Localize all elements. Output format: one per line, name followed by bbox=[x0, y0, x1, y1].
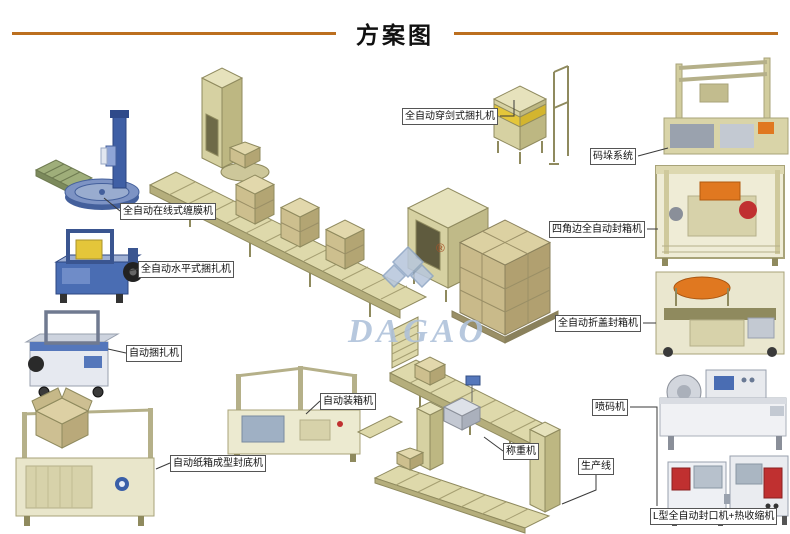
label-palletizing-system: 码垛系统 bbox=[590, 148, 636, 165]
label-weigher: 称重机 bbox=[503, 443, 539, 460]
sealer-head bbox=[699, 181, 741, 201]
shrink-window bbox=[735, 463, 763, 485]
strapped-box bbox=[75, 239, 103, 260]
wrapper-machine-illustration bbox=[34, 110, 140, 210]
registered-mark: ® bbox=[436, 241, 445, 255]
label-sword-strapper: 全自动穿剑式捆扎机 bbox=[402, 108, 498, 125]
orange-roller bbox=[673, 276, 731, 300]
case-packer-illustration bbox=[227, 366, 404, 462]
label-inkjet-printer: 喷码机 bbox=[592, 399, 628, 416]
title-bar: 方案图 bbox=[12, 16, 778, 50]
lift-column-2 bbox=[528, 421, 562, 513]
label-auto-strapper: 自动捆扎机 bbox=[126, 345, 182, 362]
bottom-conveyor-illustration bbox=[373, 447, 551, 534]
label-case-packer: 自动装箱机 bbox=[320, 393, 376, 410]
label-inline-wrapper: 全自动在线式缠膜机 bbox=[120, 203, 216, 220]
strap-reel bbox=[28, 356, 44, 372]
label-production-line: 生产线 bbox=[578, 458, 614, 475]
logo-diamond bbox=[381, 263, 407, 289]
descent-conveyor-illustration bbox=[391, 316, 419, 369]
infeed-conveyor-illustration bbox=[148, 171, 428, 319]
title-rule-left bbox=[12, 31, 336, 35]
palletizer-illustration bbox=[663, 57, 789, 155]
carton-flap bbox=[61, 387, 93, 412]
watermark: ® DAGAO bbox=[347, 241, 487, 350]
strapping-arch bbox=[66, 229, 114, 264]
sword-strapper-illustration bbox=[492, 85, 548, 164]
label-four-corner-sealer: 四角边全自动封箱机 bbox=[549, 221, 645, 238]
strapping-arch bbox=[44, 310, 100, 345]
label-carton-former: 自动纸箱成型封底机 bbox=[170, 455, 266, 472]
horizontal-strapper-illustration bbox=[54, 229, 143, 303]
inspection-window bbox=[241, 415, 285, 443]
weigher-display bbox=[465, 375, 481, 386]
page-title: 方案图 bbox=[356, 22, 434, 48]
label-flap-sealer: 全自动折盖封箱机 bbox=[555, 315, 641, 332]
palletizer-carriage bbox=[699, 83, 729, 103]
carton-flap bbox=[31, 387, 63, 412]
pole-frame-illustration bbox=[549, 65, 569, 165]
yellow-band-right bbox=[519, 103, 547, 128]
carton-former-illustration bbox=[15, 387, 155, 526]
carton-stacks-on-line bbox=[234, 174, 366, 270]
tunnel-opening bbox=[415, 219, 441, 271]
logo-diamond bbox=[391, 245, 425, 279]
leader-lines bbox=[103, 100, 669, 506]
watermark-text: DAGAO bbox=[347, 313, 487, 350]
auto-strapper-illustration bbox=[24, 310, 120, 398]
label-l-sealer-shrink: L型全自动封口机+热收缩机 bbox=[650, 508, 778, 525]
weigher-illustration bbox=[442, 375, 482, 431]
inkjet-printer-illustration bbox=[659, 369, 787, 450]
four-corner-sealer-illustration bbox=[655, 165, 785, 266]
flap-sealer-illustration bbox=[655, 271, 785, 357]
control-panel bbox=[671, 467, 691, 491]
pallet-load-illustration bbox=[451, 219, 559, 344]
logo-diamond bbox=[409, 263, 435, 289]
label-horizontal-strapper: 全自动水平式捆扎机 bbox=[138, 261, 234, 278]
tower-opening bbox=[205, 113, 219, 157]
control-panel bbox=[763, 467, 783, 499]
title-rule-right bbox=[454, 31, 778, 35]
printer-screen bbox=[714, 376, 734, 390]
